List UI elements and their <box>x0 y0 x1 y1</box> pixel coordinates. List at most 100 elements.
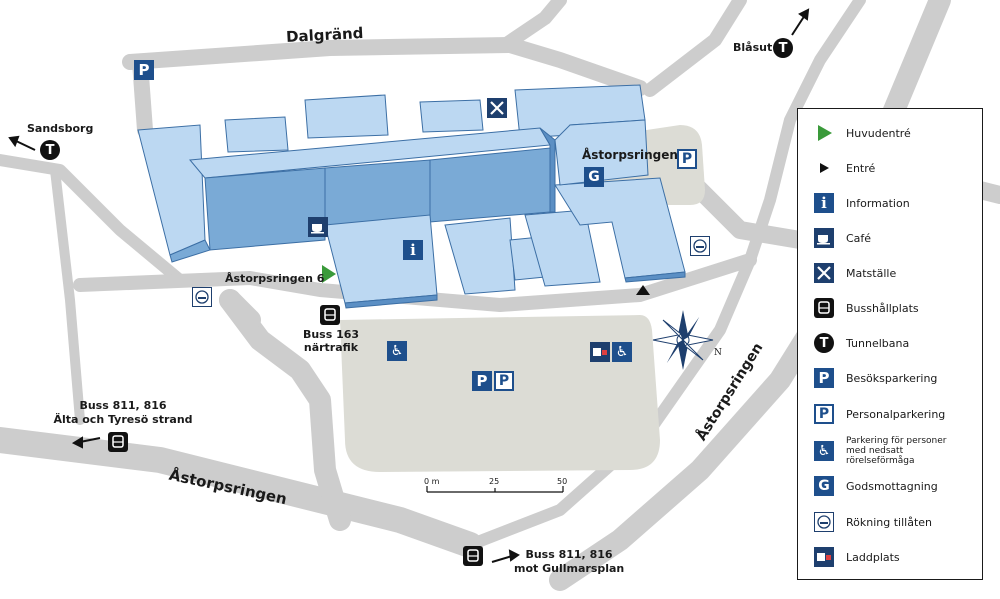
bus-stop-label-south: Buss 811, 816 mot Gullmarsplan <box>514 548 624 576</box>
building-main-wall-3 <box>429 147 551 223</box>
scale-bar <box>426 486 564 493</box>
bus-stop-label-163: Buss 163 närtrafik <box>298 328 364 354</box>
bus-icon <box>320 305 340 325</box>
scale-label-0: 0 m <box>424 477 440 486</box>
parking-visitor-icon: P <box>814 368 834 388</box>
building-top-1 <box>224 116 289 153</box>
main-entrance-icon <box>322 265 336 283</box>
road-west-vert <box>50 165 85 425</box>
road-west-diagonal <box>0 154 186 286</box>
parking-staff-icon: P <box>494 371 514 391</box>
information-icon: i <box>403 240 423 260</box>
charging-station-icon <box>590 342 610 362</box>
legend-label: Personalparkering <box>846 407 946 421</box>
legend-item-rokning: Rökning tillåten <box>812 509 932 535</box>
building-wing-2 <box>444 217 516 295</box>
bus-line-south: Buss 811, 816 <box>525 548 613 561</box>
hospital-buildings <box>137 84 686 309</box>
accessible-parking-icon: ♿ <box>814 441 834 461</box>
bus-line-163: Buss 163 <box>302 328 360 341</box>
legend-label: Entré <box>846 161 876 175</box>
road-label-astorpsringen-2: Åstorpsringen 2 <box>582 148 691 162</box>
legend-item-accessible-parking: ♿ Parkering för personer med nedsatt rör… <box>812 434 964 468</box>
green-triangle-icon <box>818 125 832 141</box>
building-main-east <box>539 127 556 213</box>
parking-visitor-icon: P <box>134 60 154 80</box>
metro-icon: T <box>40 140 60 160</box>
legend-item-besoksparkering: P Besöksparkering <box>812 365 937 391</box>
cafe-cup-icon <box>814 228 834 248</box>
legend-item-matstalle: Matställe <box>812 260 896 286</box>
compass-north-label: N <box>714 348 722 358</box>
bus-icon <box>108 432 128 452</box>
smoking-area-icon <box>690 236 710 256</box>
legend-label: Huvudentré <box>846 126 911 140</box>
legend-label: Café <box>846 231 872 245</box>
legend-item-huvudentre: Huvudentré <box>812 120 911 146</box>
legend-label: Besöksparkering <box>846 371 938 385</box>
legend-label: Tunnelbana <box>846 336 910 350</box>
bus-line-south-sub: mot Gullmarsplan <box>514 562 625 575</box>
building-main-wall-1 <box>204 167 326 251</box>
building-connector <box>554 119 649 186</box>
legend-item-personalparkering: P Personalparkering <box>812 401 945 427</box>
building-top-3 <box>419 99 484 133</box>
metro-icon: T <box>814 333 834 353</box>
accessible-parking-icon: ♿ <box>612 342 632 362</box>
road-dalgrand <box>122 37 648 96</box>
metro-icon: T <box>773 38 793 58</box>
information-icon: i <box>814 193 834 213</box>
goods-reception-icon: G <box>814 476 834 496</box>
black-triangle-icon <box>820 163 829 173</box>
legend-item-tunnelbana: T Tunnelbana <box>812 330 909 356</box>
map-legend: Huvudentré Entré i Information Café Mats… <box>797 108 983 580</box>
bus-line-163-sub: närtrafik <box>303 341 359 354</box>
building-top-2 <box>304 94 389 139</box>
entrance-icon <box>636 285 650 295</box>
legend-label: Parkering för personer med nedsatt rörel… <box>846 436 947 466</box>
cafe-cup-icon <box>308 217 328 237</box>
road-label-astorpsringen-6: Åstorpsringen 6 <box>225 272 325 285</box>
legend-label: Busshållplats <box>846 301 919 315</box>
parking-visitor-icon: P <box>472 371 492 391</box>
road-loop <box>219 289 351 531</box>
bus-icon <box>463 546 483 566</box>
accessible-parking-icon: ♿ <box>387 341 407 361</box>
direction-arrows <box>8 8 810 563</box>
legend-item-godsmottagning: G Godsmottagning <box>812 473 938 499</box>
scale-label-50: 50 <box>557 477 568 486</box>
building-west <box>137 124 206 256</box>
smoking-area-icon <box>192 287 212 307</box>
bus-stop-label-west: Buss 811, 816 Älta och Tyresö strand <box>48 399 198 427</box>
legend-item-information: i Information <box>812 190 910 216</box>
parking-lot-main <box>340 315 660 472</box>
bus-icon <box>814 298 834 318</box>
bus-line-west-sub: Älta och Tyresö strand <box>53 413 193 426</box>
legend-label: Laddplats <box>846 550 900 564</box>
legend-item-cafe: Café <box>812 225 871 251</box>
building-wing-4 <box>524 209 601 287</box>
legend-label: Matställe <box>846 266 897 280</box>
place-label-sandsborg: Sandsborg <box>27 122 94 135</box>
legend-label: Information <box>846 196 910 210</box>
goods-reception-icon: G <box>584 167 604 187</box>
bus-line-west: Buss 811, 816 <box>79 399 167 412</box>
building-wing-5-edge <box>624 271 686 283</box>
scale-label-25: 25 <box>489 477 500 486</box>
smoking-area-icon <box>814 512 834 532</box>
building-wing-1-edge <box>344 294 438 309</box>
road-top-right <box>643 0 747 97</box>
legend-item-entre: Entré <box>812 155 875 181</box>
parking-staff-icon: P <box>814 404 834 424</box>
fork-knife-icon <box>487 98 507 118</box>
parking-staff-icon: P <box>677 149 697 169</box>
charging-station-icon <box>814 547 834 567</box>
legend-item-busshallplats: Busshållplats <box>812 295 919 321</box>
legend-item-laddplats: Laddplats <box>812 544 900 570</box>
place-label-blasut: Blåsut <box>733 41 773 54</box>
road-astorpsringen-south <box>0 427 483 558</box>
legend-label: Godsmottagning <box>846 479 938 493</box>
road-loop-inner <box>219 289 261 331</box>
legend-label: Rökning tillåten <box>846 515 933 529</box>
